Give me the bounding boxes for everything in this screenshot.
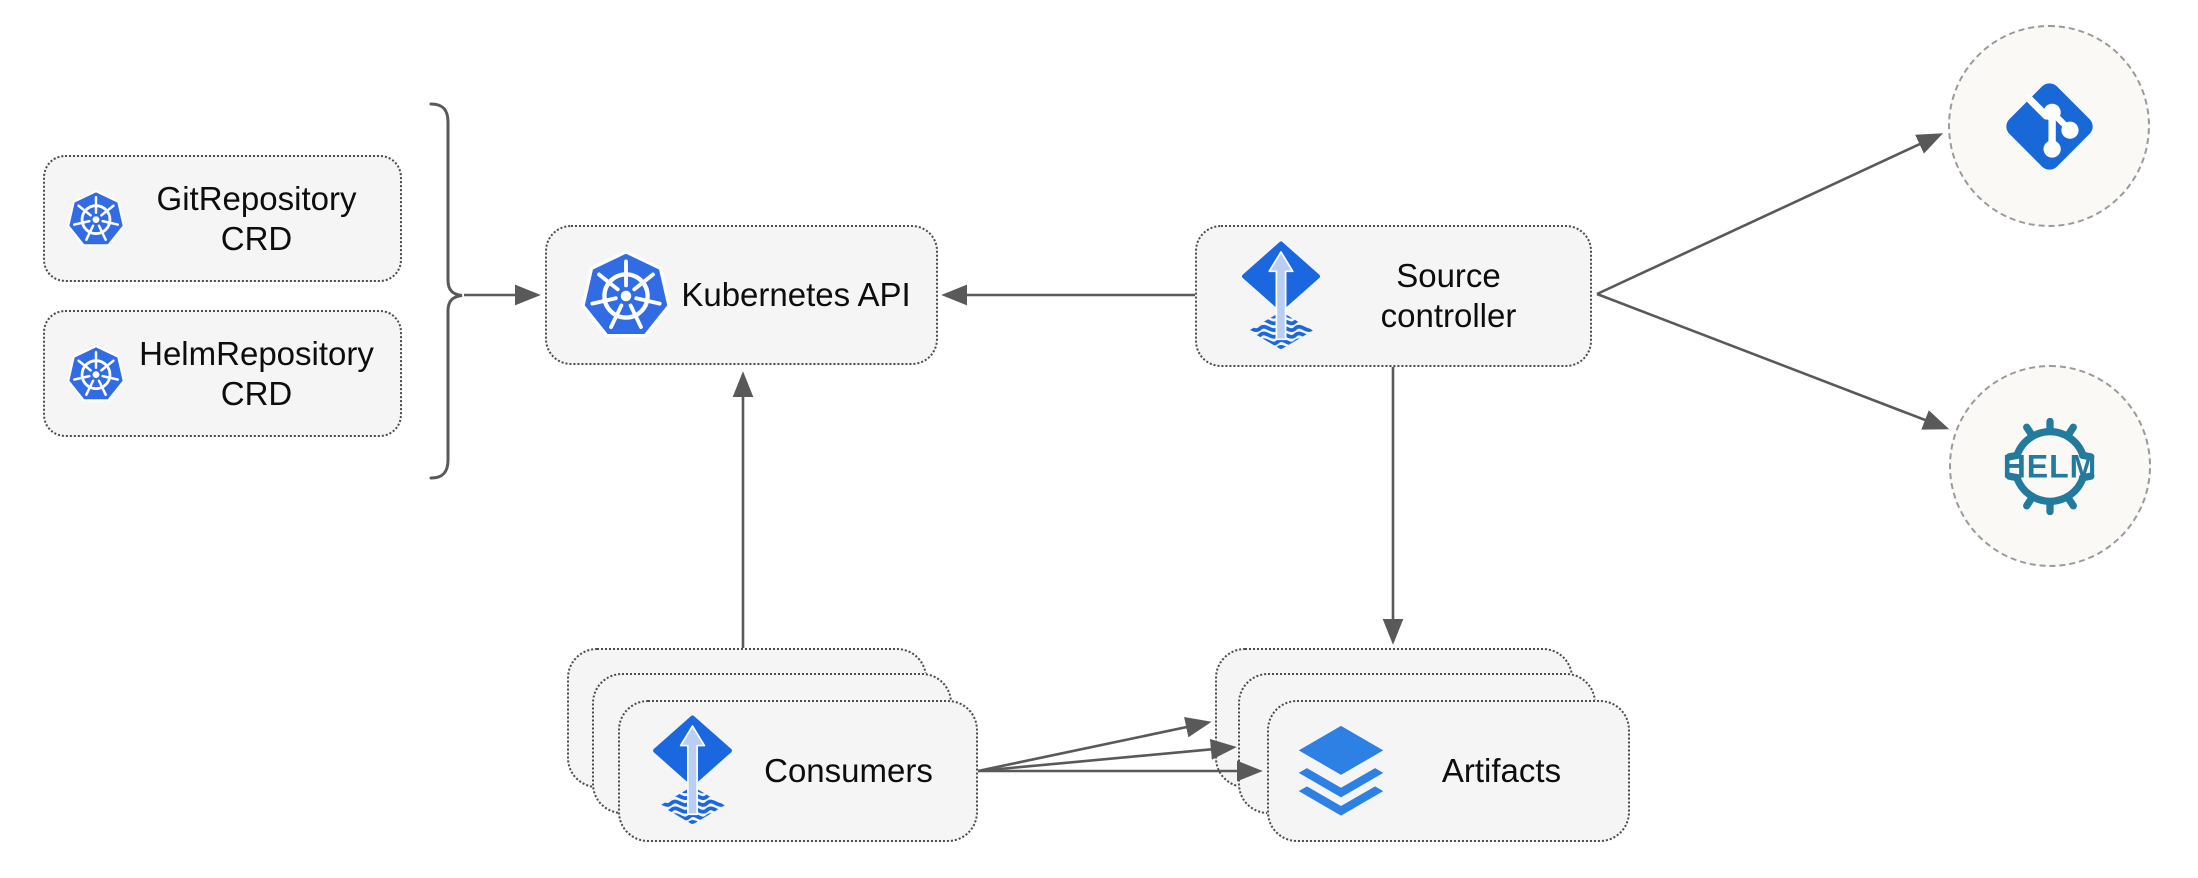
source-controller-label: Source controller — [1380, 257, 1517, 334]
helmrepository-crd-node: HelmRepository CRD — [43, 310, 402, 437]
brace-crd-group — [429, 102, 463, 480]
kubernetes-api-label: Kubernetes API — [681, 276, 911, 314]
edge-source-to-helm — [1596, 292, 1950, 430]
edge-consumers-to-artifacts-back — [977, 716, 1212, 773]
kubernetes-api-node: Kubernetes API — [545, 225, 938, 365]
gitrepository-crd-node: GitRepository CRD — [43, 155, 402, 282]
git-icon — [1997, 74, 2102, 179]
layers-icon — [1293, 723, 1389, 819]
edge-consumers-to-artifacts-middle — [977, 739, 1237, 773]
kubernetes-icon — [65, 188, 127, 250]
helm-source-circle — [1949, 365, 2151, 567]
helm-icon — [1982, 418, 2118, 515]
flux-icon — [1239, 241, 1323, 352]
flux-icon — [650, 715, 735, 827]
source-controller-node: Source controller — [1195, 225, 1592, 367]
kubernetes-icon — [65, 343, 127, 405]
consumers-node: Consumers — [618, 700, 978, 842]
kubernetes-icon — [578, 247, 674, 343]
git-source-circle — [1948, 25, 2150, 227]
helmrepository-crd-label: HelmRepository CRD — [139, 334, 374, 412]
artifacts-node: Artifacts — [1267, 700, 1630, 842]
edge-source-to-git — [1596, 133, 1944, 296]
artifacts-label: Artifacts — [1441, 752, 1562, 790]
consumers-label: Consumers — [764, 752, 933, 790]
gitrepository-crd-label: GitRepository CRD — [156, 179, 357, 257]
